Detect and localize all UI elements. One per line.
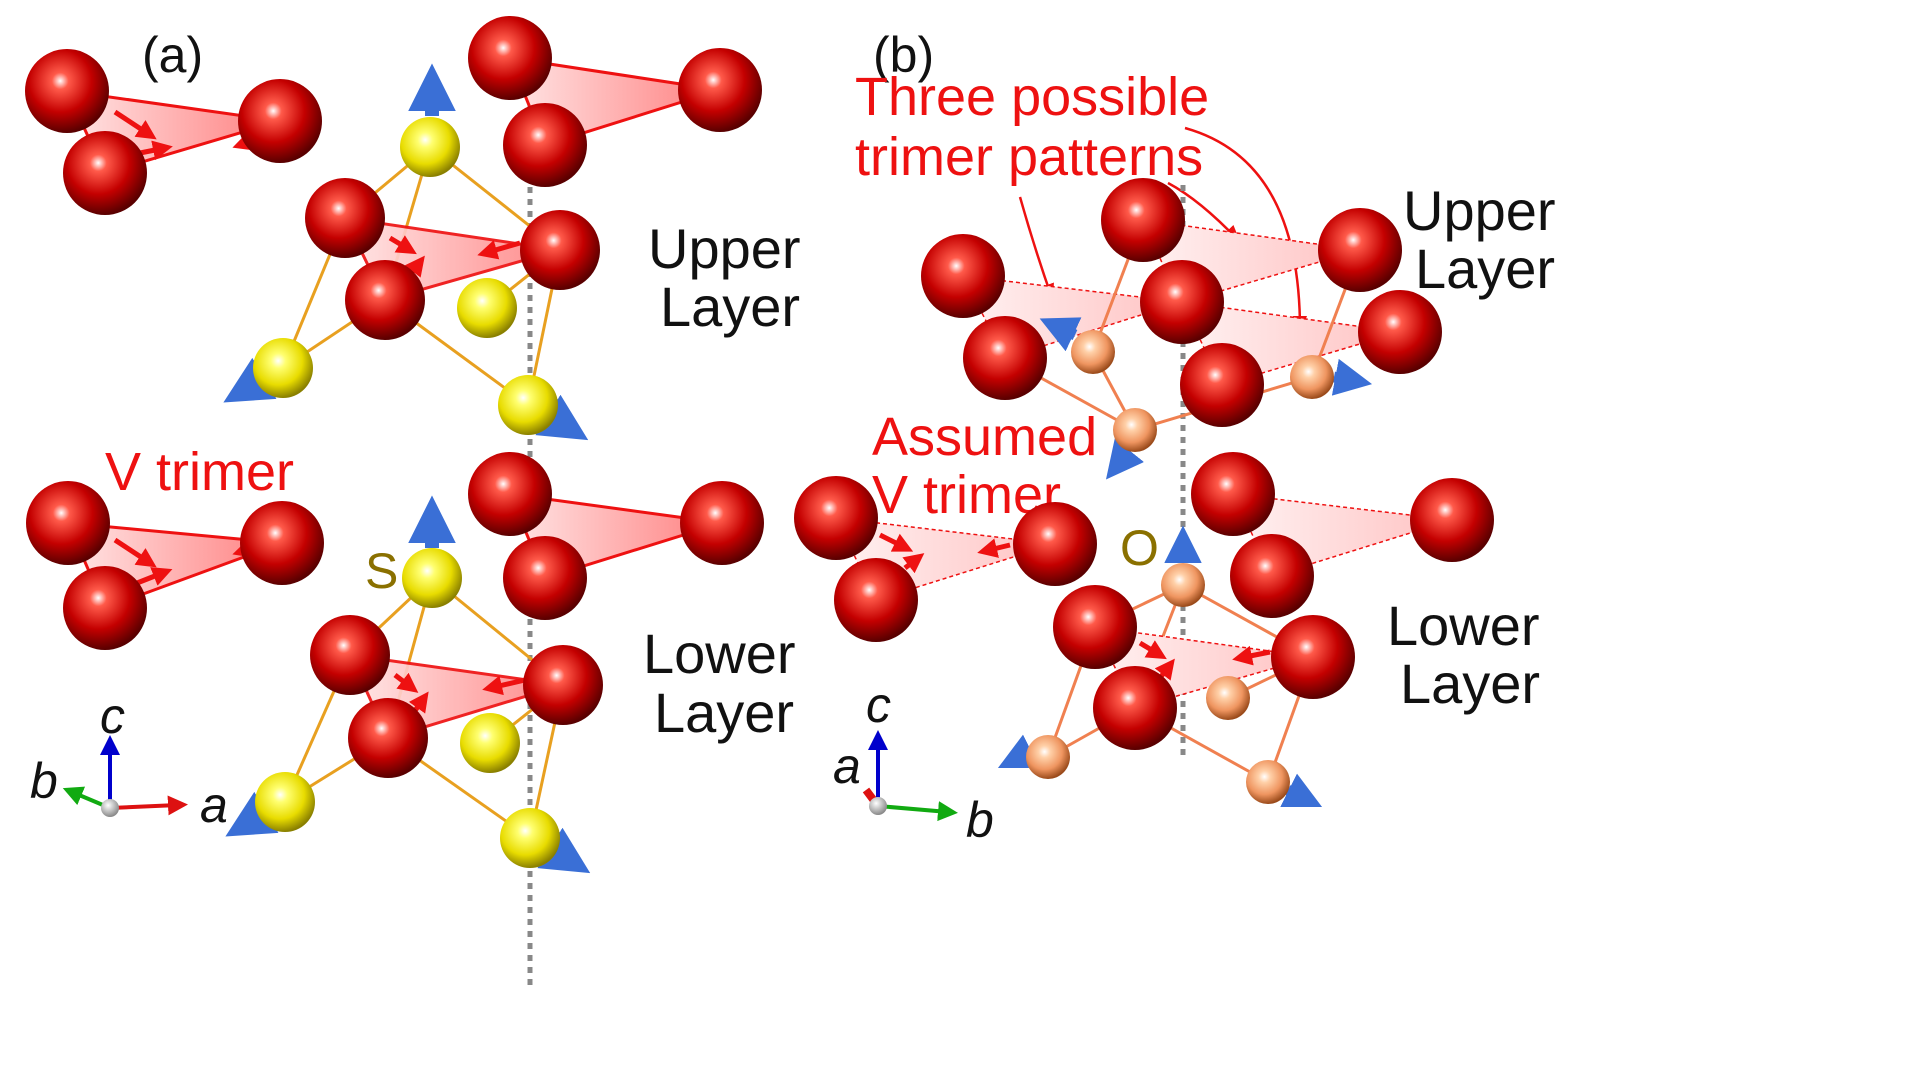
v-trimer-lower-left [26,481,324,650]
trimer-patterns-label-line2: trimer patterns [855,127,1203,187]
v-trimer-label: V trimer [105,442,294,502]
s-pyramid-upper [223,63,600,441]
panel-a-label: (a) [142,27,203,83]
o-atom [1071,330,1115,374]
v-atom [305,178,385,258]
o-atom [1161,563,1205,607]
s-atom [253,338,313,398]
v-atom [238,79,322,163]
panel-b: (b) Three possible trimer patterns [794,27,1556,848]
lower-layer-b-label-line2: Layer [1400,652,1540,715]
axis-b-label: b [966,792,994,848]
v-trimer-upper-left [25,49,322,215]
o-atom [1113,408,1157,452]
trimer-patterns-label-line1: Three possible [855,67,1209,127]
v-atom [63,566,147,650]
v-atom [468,16,552,100]
v-atom [240,501,324,585]
s-atom [457,278,517,338]
axis-c-label: c [100,688,125,744]
s-atom [400,117,460,177]
v-atom [1191,452,1275,536]
upper-layer-b-label-line1: Upper [1403,179,1556,242]
v-atom [523,645,603,725]
v-atom [794,476,878,560]
lower-layer-label-line1: Lower [643,622,796,685]
v-atom [1053,585,1137,669]
upper-layer-b-label-line2: Layer [1415,237,1555,300]
v-atom [1410,478,1494,562]
axis-b-label: b [30,753,58,809]
v-atom [680,481,764,565]
v-atom [1230,534,1314,618]
assumed-trimer-label-line1: Assumed [872,407,1097,467]
panel-b-label: (b) [873,27,934,83]
upper-layer-label-line1: Upper [648,217,801,280]
v-atom [25,49,109,133]
axis-triad-a: c b a [30,688,228,833]
v-atom [26,481,110,565]
o-atom [1290,355,1334,399]
s-atom [255,772,315,832]
v-atom [1013,502,1097,586]
lower-layer-label-line2: Layer [654,681,794,744]
v-atom [520,210,600,290]
s-pyramid-lower [225,495,603,874]
o-atom [1026,735,1070,779]
upper-layer-b [921,178,1442,480]
v-atom [963,316,1047,400]
s-atom [498,375,558,435]
v-trimer-lower-right [468,452,764,620]
v-atom [1093,666,1177,750]
v-atom [834,558,918,642]
lower-layer-b [794,452,1494,808]
v-atom [1140,260,1224,344]
v-atom [345,260,425,340]
v-atom [1101,178,1185,262]
s-atom [500,808,560,868]
v-atom [503,103,587,187]
v-atom [63,131,147,215]
s-atom [460,713,520,773]
v-atom [310,615,390,695]
v-atom [1358,290,1442,374]
upper-layer-label-line2: Layer [660,275,800,338]
axis-a-label: a [200,777,228,833]
lower-layer-b-label-line1: Lower [1387,594,1540,657]
v-atom [1318,208,1402,292]
axis-c-label: c [866,677,891,733]
v-atom [503,536,587,620]
o-atom [1206,676,1250,720]
v-atom [1271,615,1355,699]
v-atom [468,452,552,536]
o-atom-label: O [1120,520,1159,576]
v-atom [1180,343,1264,427]
s-atom [402,548,462,608]
o-atom [1246,760,1290,804]
v-atom [348,698,428,778]
v-atom [678,48,762,132]
v-trimer-upper-right [468,16,762,187]
panel-a: (a) [25,16,801,990]
axis-a-label: a [833,738,861,794]
v-atom [921,234,1005,318]
s-atom-label: S [365,543,398,599]
axis-triad-b: c a b [833,677,994,848]
